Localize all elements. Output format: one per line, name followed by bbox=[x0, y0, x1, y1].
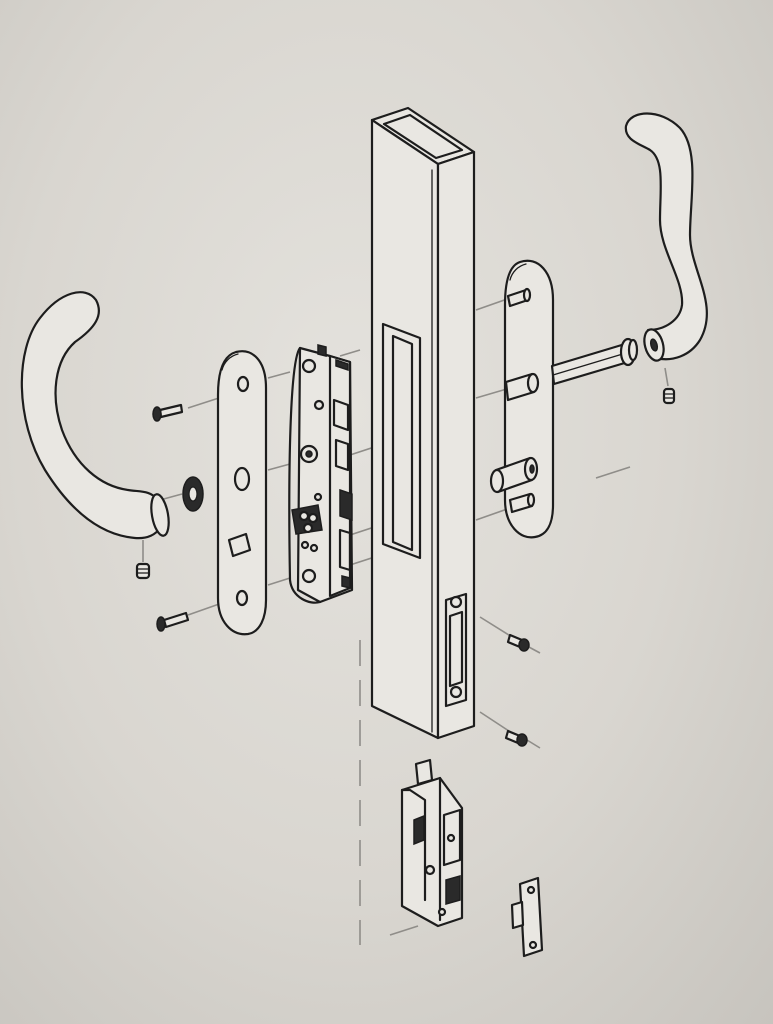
lock-mechanism bbox=[288, 344, 354, 604]
guide-line bbox=[267, 371, 291, 379]
guide-line bbox=[339, 349, 361, 357]
right-rose-plate bbox=[489, 259, 555, 539]
right-screw-bottom bbox=[504, 729, 528, 747]
left-lever-handle bbox=[20, 291, 170, 540]
guide-line bbox=[479, 616, 513, 638]
door-frame-profile bbox=[370, 106, 476, 740]
keeper-unit bbox=[400, 758, 464, 928]
guide-line bbox=[664, 367, 669, 387]
left-washer bbox=[182, 476, 204, 512]
right-lever-handle bbox=[624, 112, 708, 362]
guide-line bbox=[595, 466, 631, 479]
left-rose-plate bbox=[216, 350, 268, 636]
guide-line bbox=[526, 739, 541, 749]
guide-line bbox=[475, 507, 511, 521]
right-screw-top bbox=[506, 633, 530, 652]
guide-line bbox=[267, 577, 291, 586]
guide-line bbox=[187, 602, 223, 616]
left-screw-top bbox=[152, 403, 184, 422]
guide-line bbox=[267, 463, 291, 471]
left-set-screw bbox=[135, 562, 151, 580]
guide-line bbox=[187, 396, 223, 409]
strike-plate bbox=[510, 876, 544, 958]
right-set-screw bbox=[662, 387, 676, 405]
spindle bbox=[550, 337, 639, 386]
guide-line bbox=[389, 925, 419, 936]
guide-line bbox=[479, 711, 513, 734]
left-screw-bottom bbox=[156, 611, 190, 632]
